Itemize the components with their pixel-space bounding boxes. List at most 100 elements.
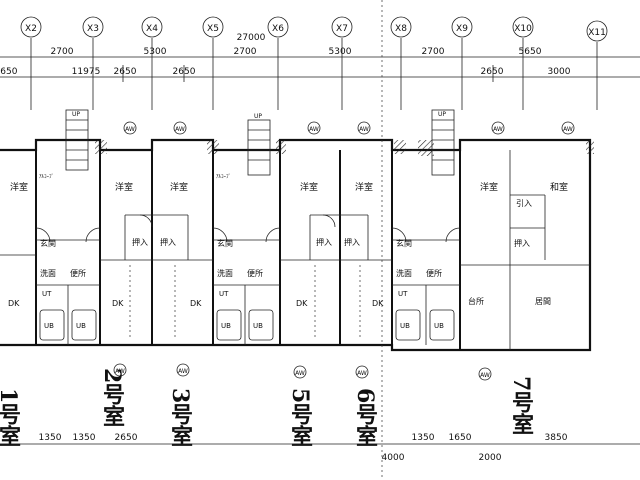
svg-text:AW: AW	[175, 126, 185, 133]
svg-text:洋室: 洋室	[10, 181, 28, 193]
svg-text:AW: AW	[493, 126, 503, 133]
svg-text:1350: 1350	[39, 433, 62, 443]
svg-text:UB: UB	[76, 322, 86, 330]
svg-text:2700: 2700	[422, 47, 445, 57]
unit-label-2: 2号室	[99, 368, 125, 428]
grid-axis-x2: X2	[20, 16, 42, 38]
dimension-row-1: 2700 5300 27000 2700 5300 2700 5650	[51, 33, 542, 57]
svg-text:2700: 2700	[51, 47, 74, 57]
svg-text:AW: AW	[178, 368, 188, 375]
unit-label-3: 3号室	[167, 388, 193, 448]
svg-text:洗面: 洗面	[217, 268, 233, 278]
svg-text:洋室: 洋室	[355, 181, 373, 193]
svg-text:洋室: 洋室	[115, 181, 133, 193]
svg-text:AW: AW	[357, 370, 367, 377]
svg-text:X7: X7	[336, 24, 348, 34]
svg-text:AW: AW	[125, 126, 135, 133]
aw-marker: AW	[173, 121, 187, 135]
svg-text:11975: 11975	[72, 67, 101, 77]
dimension-lines	[0, 38, 640, 110]
aw-marker: AW	[307, 121, 321, 135]
svg-text:UT: UT	[398, 290, 408, 298]
svg-text:4000: 4000	[382, 453, 405, 463]
grid-axis-x3: X3	[82, 16, 104, 38]
grid-axis-x6: X6	[267, 16, 289, 38]
dimension-bottom: 1350 1350 2650 1350 1650 3850 2000 4000	[0, 433, 640, 463]
dimension-row-2: 2650 11975 2650 2650 2650 3000	[0, 67, 571, 77]
svg-text:1650: 1650	[449, 433, 472, 443]
svg-text:2650: 2650	[114, 67, 137, 77]
svg-text:3000: 3000	[548, 67, 571, 77]
svg-text:UP: UP	[72, 111, 80, 118]
svg-text:UB: UB	[400, 322, 410, 330]
svg-text:5300: 5300	[144, 47, 167, 57]
svg-text:玄関: 玄関	[40, 238, 56, 248]
svg-text:3850: 3850	[545, 433, 568, 443]
svg-text:1350: 1350	[73, 433, 96, 443]
svg-text:洋室: 洋室	[300, 181, 318, 193]
svg-text:押入: 押入	[344, 237, 360, 247]
svg-text:DK: DK	[8, 299, 20, 308]
svg-text:2650: 2650	[0, 67, 18, 77]
svg-text:洗面: 洗面	[396, 268, 412, 278]
svg-text:UB: UB	[253, 322, 263, 330]
unit-label-7: 7号室	[508, 376, 534, 436]
svg-text:X10: X10	[514, 24, 532, 34]
svg-text:玄関: 玄関	[396, 238, 412, 248]
aw-marker: AW	[357, 121, 371, 135]
svg-text:AW: AW	[115, 368, 125, 375]
svg-text:玄関: 玄関	[217, 238, 233, 248]
unit-labels: 1号室 2号室 3号室 5号室 6号室 7号室	[0, 368, 534, 448]
svg-text:DK: DK	[372, 299, 384, 308]
grid-axis-x10: X10	[512, 16, 534, 38]
grid-axis-x11: X11	[586, 20, 608, 42]
unit-label-6: 6号室	[352, 388, 378, 448]
svg-text:AW: AW	[480, 372, 490, 379]
svg-text:5300: 5300	[329, 47, 352, 57]
svg-text:居間: 居間	[535, 297, 551, 306]
svg-text:UB: UB	[221, 322, 231, 330]
svg-text:DK: DK	[296, 299, 308, 308]
svg-text:洋室: 洋室	[480, 181, 498, 193]
aw-marker: AW	[123, 121, 137, 135]
stair-1	[65, 109, 89, 171]
svg-text:X9: X9	[456, 24, 468, 34]
grid-axis-x4: X4	[141, 16, 163, 38]
svg-text:UP: UP	[254, 113, 262, 120]
svg-text:2650: 2650	[173, 67, 196, 77]
window-markers: AW AW AW AW AW AW	[123, 121, 575, 135]
svg-text:AW: AW	[295, 370, 305, 377]
svg-text:洋室: 洋室	[170, 181, 188, 193]
aw-marker: AW	[561, 121, 575, 135]
svg-text:押入: 押入	[132, 237, 148, 247]
svg-text:X6: X6	[272, 24, 284, 34]
svg-text:押入: 押入	[316, 237, 332, 247]
svg-text:UB: UB	[434, 322, 444, 330]
room-labels: 洋室 洋室 洋室 洋室 洋室 洋室 和室 押入 押入 押入 押入 引入 押入 玄…	[8, 111, 568, 330]
svg-text:X2: X2	[25, 24, 37, 34]
svg-text:押入: 押入	[514, 238, 530, 248]
svg-text:引入: 引入	[516, 199, 532, 208]
aw-marker: AW	[491, 121, 505, 135]
svg-text:2650: 2650	[115, 433, 138, 443]
stair-2	[247, 119, 271, 176]
building-walls	[0, 109, 594, 352]
svg-text:AW: AW	[309, 126, 319, 133]
svg-text:便所: 便所	[247, 268, 263, 278]
svg-text:X11: X11	[588, 28, 606, 38]
svg-text:和室: 和室	[550, 181, 568, 193]
svg-text:台所: 台所	[468, 296, 484, 306]
grid-axis-x5: X5	[202, 16, 224, 38]
grid-axis-x8: X8	[390, 16, 412, 38]
svg-text:AW: AW	[359, 126, 369, 133]
svg-text:UT: UT	[219, 290, 229, 298]
aw-markers-lower: AW AW AW AW AW	[113, 363, 492, 381]
svg-text:X3: X3	[87, 24, 99, 34]
svg-text:X4: X4	[146, 24, 158, 34]
svg-text:2700: 2700	[234, 47, 257, 57]
svg-text:2650: 2650	[481, 67, 504, 77]
svg-text:2000: 2000	[479, 453, 502, 463]
svg-text:ｱﾙｺｰﾌﾞ: ｱﾙｺｰﾌﾞ	[39, 173, 54, 180]
svg-text:DK: DK	[112, 299, 124, 308]
